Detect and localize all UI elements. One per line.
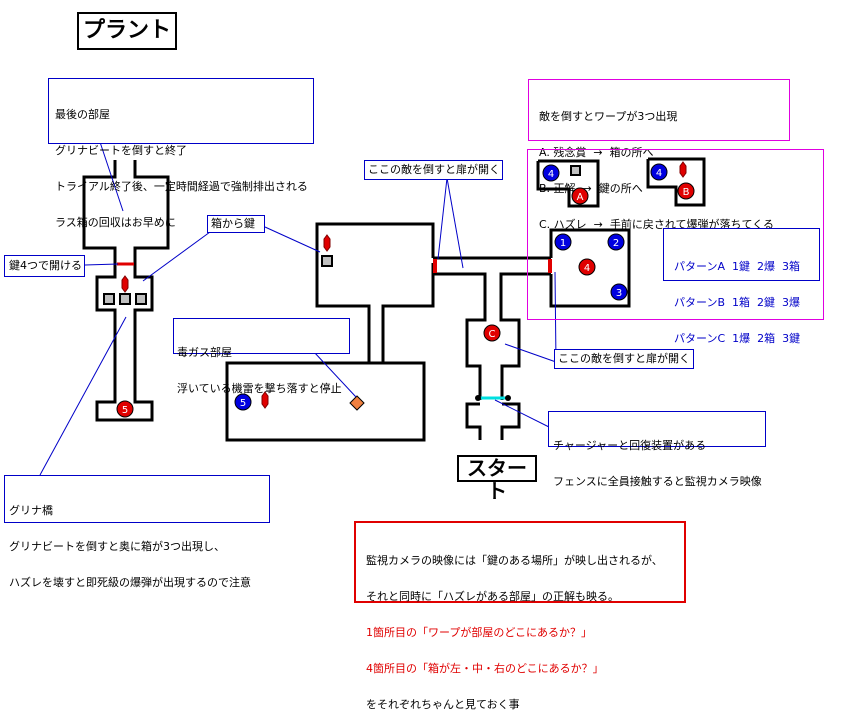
red-enemy-marker [571, 187, 589, 205]
blue-enemy-marker [234, 393, 252, 411]
note-poison-room: 毒ガス部屋 浮いている機雷を撃ち落すと停止 [173, 318, 350, 395]
wall-start-left [465, 402, 482, 440]
note-line: B. 正解 → 鍵の所へ [539, 182, 643, 195]
start-label: スタート [457, 455, 537, 503]
leader-line [99, 141, 124, 212]
blue-enemy-label: 2 [613, 238, 619, 249]
pattern-line: パターンA 1鍵 2爆 3箱 [674, 260, 800, 273]
wall-warp-room [549, 228, 631, 308]
camera-line: 監視カメラの映像には「鍵のある場所」が映し出されるが、 [366, 554, 663, 567]
note-line: C. ハズレ → 手前に戻されて爆弾が落ちてくる [539, 218, 774, 231]
fence-post [505, 395, 511, 401]
wall-poison-room [225, 361, 426, 442]
red-enemy-marker [677, 182, 695, 200]
wall-last-room [82, 160, 117, 265]
wall-key-room [315, 222, 435, 365]
crate [135, 293, 147, 305]
blue-enemy-label: 3 [616, 288, 622, 299]
note-line: 浮いている機雷を撃ち落すと停止 [177, 382, 342, 395]
blue-enemy-label: 4 [548, 169, 554, 180]
leader-line [494, 399, 550, 428]
camera-line: 4箇所目の「箱が左・中・右のどこにあるか？」 [366, 662, 604, 675]
note-line: 毒ガス部屋 [177, 346, 232, 359]
note-box-key: 箱から鍵 [207, 215, 265, 233]
leader-line [39, 316, 127, 476]
pattern-line: パターンB 1箱 2鍵 3爆 [674, 296, 800, 309]
note-line: ラス箱の回収はお早めに [55, 216, 176, 229]
red-enemy-label: C [489, 329, 496, 340]
mine-icon [349, 395, 365, 411]
leader-line [446, 177, 464, 269]
note-patterns: パターンA 1鍵 2爆 3箱 パターンB 1箱 2鍵 3爆 パターンC 1爆 2… [663, 228, 820, 345]
note-line: 敵を倒すとワープが3つ出現 [539, 110, 678, 123]
note-gurina-bridge: グリナ橋 グリナビートを倒すと奥に箱が3つ出現し、 ハズレを壊すと即死級の爆弾が… [4, 475, 270, 589]
note-line: グリナビートを倒すと奥に箱が3つ出現し、 [9, 540, 225, 553]
leader-line [554, 271, 557, 364]
wall-corridor-bottom-right [499, 272, 551, 400]
plant-map: 1 2 3 4 4 5 4 5 A B C [39, 141, 706, 476]
note-last-room: 最後の部屋 グリナビートを倒すと終了 トライアル終了後、一定時間経過で強制排出さ… [48, 78, 314, 229]
crate [321, 255, 333, 267]
blue-enemy-marker [650, 163, 668, 181]
key-icon [679, 161, 687, 178]
red-enemy-label: 4 [584, 263, 590, 274]
note-charger: チャージャーと回復装置がある フェンスに全員接触すると監視カメラ映像 [548, 411, 766, 488]
note-line: 最後の部屋 [55, 108, 110, 121]
red-enemy-marker [116, 400, 134, 418]
walls [82, 157, 706, 442]
leader-line [142, 231, 211, 282]
camera-line: それと同時に「ハズレがある部屋」の正解も映る。 [366, 590, 619, 603]
key-icon [121, 275, 129, 293]
blue-enemy-label: 1 [560, 238, 566, 249]
leader-lines [39, 141, 557, 476]
leader-line [504, 343, 557, 363]
red-enemy-label: A [577, 192, 584, 203]
red-enemy-marker [483, 324, 501, 342]
crate [119, 293, 131, 305]
blue-enemy-label: 5 [240, 398, 246, 409]
wall-start-right [500, 402, 521, 440]
note-line: フェンスに全員接触すると監視カメラ映像 [553, 475, 762, 488]
blue-enemy-marker [542, 164, 560, 182]
note-door-right: ここの敵を倒すと扉が開く [554, 349, 694, 369]
note-line: グリナ橋 [9, 504, 53, 517]
note-line: ハズレを壊すと即死級の爆弾が出現するので注意 [9, 576, 251, 589]
crate [570, 165, 581, 176]
blue-enemy-label: 4 [656, 168, 662, 179]
pattern-line: パターンC 1爆 2箱 3鍵 [674, 332, 801, 345]
key-icon [261, 391, 269, 409]
note-warp: 敵を倒すとワープが3つ出現 A. 残念賞 → 箱の所へ B. 正解 → 鍵の所へ… [528, 79, 790, 231]
note-key4: 鍵4つで開ける [4, 255, 85, 277]
wall-corridor-bottom-left [433, 272, 487, 400]
wall-last-room-right [133, 160, 170, 265]
blue-enemy-marker [554, 233, 572, 251]
camera-line: をそれぞれちゃんと見ておく事 [366, 698, 520, 711]
blue-enemy-marker [610, 283, 628, 301]
note-line: チャージャーと回復装置がある [553, 439, 707, 452]
red-enemy-marker [578, 258, 596, 276]
leader-line [437, 177, 448, 260]
note-line: トライアル終了後、一定時間経過で強制排出される [55, 180, 308, 193]
note-line: グリナビートを倒すと終了 [55, 144, 187, 157]
crate [103, 293, 115, 305]
leader-line [84, 263, 119, 266]
red-enemy-label: B [683, 187, 690, 198]
fence-post [475, 395, 481, 401]
note-camera: 監視カメラの映像には「鍵のある場所」が映し出されるが、 それと同時に「ハズレがあ… [354, 521, 686, 711]
warp-area [527, 149, 824, 320]
wall-box-room-left [95, 265, 154, 422]
page-title: プラント [77, 12, 177, 50]
leader-line [313, 351, 357, 398]
wall-warp-a [536, 159, 600, 208]
red-enemy-label: 5 [122, 405, 128, 416]
wall-warp-b [646, 157, 706, 207]
leader-line [264, 226, 321, 253]
key-icon [323, 234, 331, 252]
blue-enemy-marker [607, 233, 625, 251]
note-door-top: ここの敵を倒すと扉が開く [364, 160, 503, 180]
camera-line: 1箇所目の「ワープが部屋のどこにあるか？」 [366, 626, 593, 639]
